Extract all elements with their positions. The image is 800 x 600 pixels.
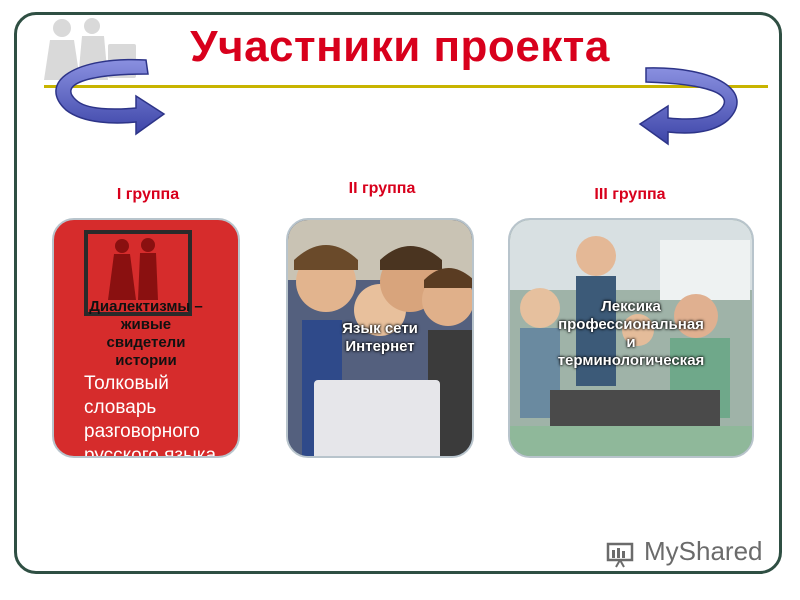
group-1-caption: Диалектизмы – живые свидетели истории (54, 298, 238, 370)
caption-line: Интернет (345, 338, 415, 355)
caption-line: и (626, 334, 636, 351)
book-line: разговорного (84, 421, 200, 442)
dictionary-cover-frame (84, 230, 192, 316)
page-title: Участники проекта (190, 22, 610, 71)
book-line: русского языка (84, 445, 217, 458)
watermark-text: MyShared (644, 536, 763, 566)
caption-line: живые (120, 316, 172, 333)
caption-line: профессиональная (558, 316, 704, 333)
myshared-logo-icon (606, 542, 634, 568)
teens-laptop-photo (288, 220, 472, 456)
dictionary-title: Толковый словарь разговорного русского я… (84, 372, 234, 458)
group-3-caption: Лексика профессиональная и терминологиче… (510, 298, 752, 370)
caption-line: Диалектизмы – (89, 298, 203, 315)
group-3-label: III группа (594, 186, 666, 203)
group-1-label: I группа (116, 186, 180, 203)
classroom-photo (510, 220, 752, 456)
caption-line: свидетели (106, 334, 186, 351)
caption-line: истории (115, 352, 177, 369)
group-1-card[interactable]: Диалектизмы – живые свидетели истории То… (52, 218, 240, 458)
caption-line: терминологическая (557, 352, 705, 369)
couple-silhouette-icon (108, 238, 158, 300)
group-3-card[interactable]: Лексика профессиональная и терминологиче… (508, 218, 754, 458)
book-line: Толковый словарь (84, 373, 169, 418)
curved-arrow-right-icon (638, 67, 738, 146)
title-underline (44, 85, 768, 88)
caption-line: Лексика (601, 298, 661, 315)
caption-line: Язык сети (342, 320, 418, 337)
group-2-card[interactable]: Язык сети Интернет (286, 218, 474, 458)
curved-arrow-left-icon (55, 58, 166, 136)
group-2-caption: Язык сети Интернет (288, 320, 472, 356)
group-2-label: II группа (348, 180, 416, 197)
